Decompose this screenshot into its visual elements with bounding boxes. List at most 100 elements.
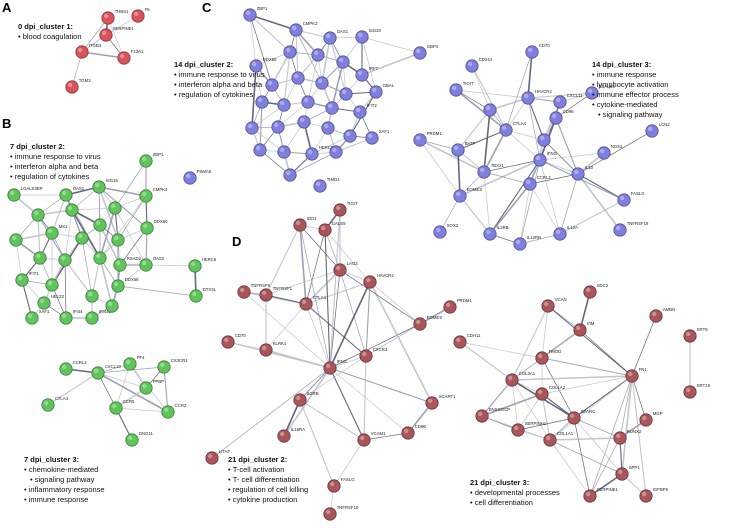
node-label: IDO1 [307, 216, 318, 221]
network-node-b [105, 299, 119, 313]
network-node-c: CMPK2 [289, 21, 318, 37]
node-highlight [10, 190, 15, 196]
network-edge-c3 [489, 183, 531, 235]
node-label: DDX60 [154, 219, 168, 224]
node-label: LCN2 [659, 122, 671, 127]
network-edge-d3 [549, 439, 591, 497]
node-circle [92, 180, 106, 194]
network-edge-d [299, 224, 307, 305]
node-circle [323, 31, 337, 45]
node-highlight [456, 337, 461, 343]
network-edge-c [361, 36, 377, 93]
network-edge-c3 [543, 139, 579, 175]
node-circle [85, 289, 99, 303]
network-edge-c [331, 61, 344, 109]
node-highlight [296, 220, 301, 226]
node-circle [449, 83, 463, 97]
node-label: PRDM1 [427, 131, 443, 136]
cluster-item: cell differentiation [470, 498, 590, 508]
node-highlight [540, 135, 545, 141]
cluster-item: signaling pathway [592, 110, 712, 120]
node-label: ZBP1 [257, 6, 268, 11]
node-circle [521, 91, 535, 105]
cluster-item: immune response [24, 495, 144, 505]
node-circle [65, 203, 79, 217]
network-edge-c3 [439, 195, 461, 233]
network-edge-c3 [505, 129, 541, 161]
node-circle [31, 208, 45, 222]
network-node-c [253, 143, 267, 157]
network-node-a: F5 [131, 7, 150, 23]
cluster-item: signaling pathway [24, 475, 144, 485]
node-label: TNFRSF18 [627, 221, 649, 226]
node-label: FMOD [549, 349, 562, 354]
network-edge-d [324, 229, 341, 271]
node-circle [615, 467, 629, 481]
network-edge-c3 [457, 129, 507, 151]
cluster-item: immune effector process [592, 90, 712, 100]
network-edge-d [243, 291, 331, 369]
node-label: CTLA4 [513, 121, 527, 126]
node-label: IRF7 [369, 66, 379, 71]
node-circle [65, 80, 79, 94]
node-label: CD6B [415, 424, 427, 429]
network-node-d: VCAM1 [357, 431, 386, 447]
network-edge-c [321, 37, 331, 84]
node-label: IFI44L [99, 309, 112, 314]
node-circle [363, 275, 377, 289]
network-edge-d3 [573, 417, 591, 497]
node-circle [37, 296, 51, 310]
node-label: PRDM1 [457, 298, 473, 303]
cluster-title: 14 dpi_cluster 3: [592, 60, 652, 69]
node-highlight [366, 277, 371, 283]
node-highlight [686, 387, 691, 393]
network-node-b [65, 203, 79, 217]
node-circle [93, 218, 107, 232]
node-highlight [508, 375, 513, 381]
node-highlight [526, 179, 531, 185]
network-edge-c [289, 151, 337, 176]
node-circle [283, 45, 297, 59]
network-edge-d3 [631, 315, 657, 377]
node-circle [533, 153, 547, 167]
network-edge-c3 [539, 152, 605, 161]
network-edge-c3 [455, 89, 507, 131]
node-highlight [546, 435, 551, 441]
network-edge-c3 [483, 171, 491, 235]
network-node-b3: CCR5 [109, 399, 135, 415]
network-edge-d [329, 281, 371, 369]
network-node-d: SCART1 [425, 394, 456, 410]
network-node-c3: TNFRSF18 [613, 221, 649, 237]
network-node-c [297, 115, 311, 129]
network-edge-d [329, 209, 341, 369]
network-node-c [245, 121, 259, 135]
node-circle [139, 258, 153, 272]
node-circle [645, 124, 659, 138]
node-highlight [360, 435, 365, 441]
cluster-item: cytokine-mediated [592, 100, 712, 110]
node-label: DTX3L [203, 287, 217, 292]
network-node-d: PRDM1 [443, 298, 473, 314]
network-edge-c3 [555, 117, 579, 175]
node-highlight [111, 203, 116, 209]
network-edge-c3 [455, 89, 529, 99]
node-circle [58, 253, 72, 267]
network-edge-c3 [419, 139, 485, 173]
node-circle [139, 189, 153, 203]
node-highlight [642, 491, 647, 497]
cluster-item: blood coagulation [18, 32, 108, 42]
network-node-c [325, 101, 339, 115]
cluster-title: 7 dpi_cluster 3: [24, 455, 80, 464]
cluster-item: regulation of cell killing [228, 485, 338, 495]
node-circle [111, 279, 125, 293]
node-label: SDC2 [597, 283, 609, 288]
node-highlight [88, 313, 93, 319]
node-label: VCAN [555, 297, 567, 302]
network-edge-d3 [573, 417, 623, 475]
node-circle [433, 225, 447, 239]
node-circle [537, 133, 551, 147]
node-highlight [292, 25, 297, 31]
network-node-b: DDX60 [140, 219, 168, 235]
node-label: XAF1 [379, 129, 390, 134]
network-node-d: GALS9 [318, 221, 346, 237]
